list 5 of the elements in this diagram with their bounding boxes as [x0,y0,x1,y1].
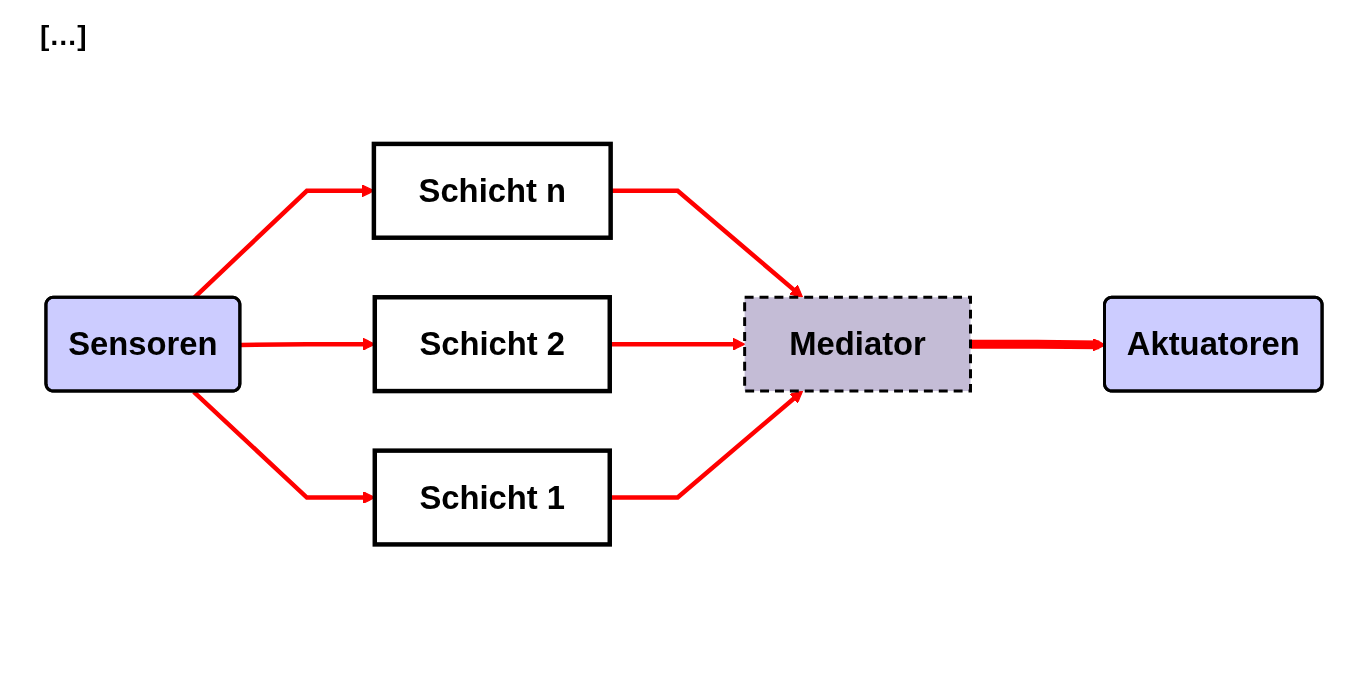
node-box: Schicht 2 [372,295,612,394]
node-box: Schicht 1 [372,448,612,547]
ellipsis-note: […] [40,20,87,52]
node-box: Mediator [743,296,972,393]
node-box: Schicht n [371,142,613,241]
